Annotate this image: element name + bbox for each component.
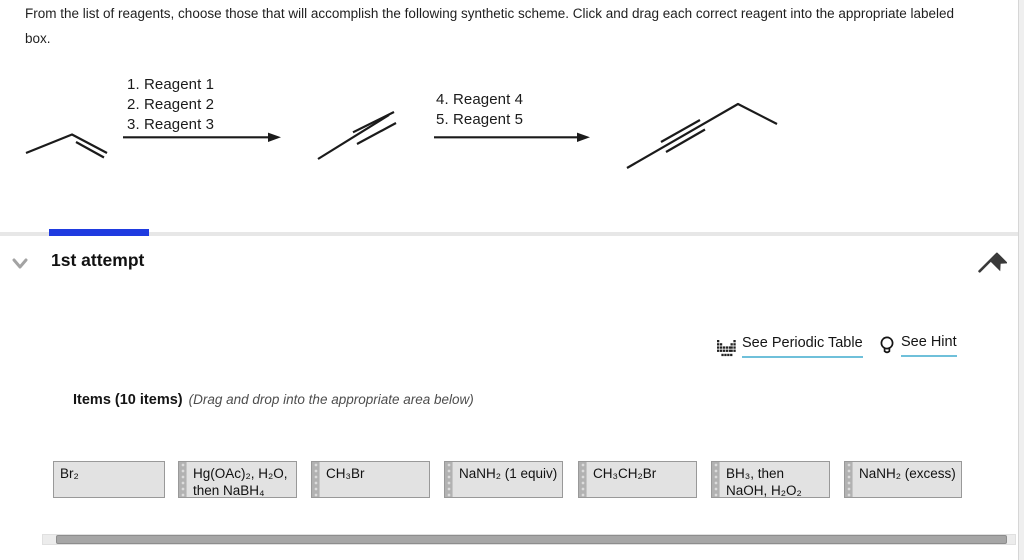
reagent-chip-label: CH₃CH₂Br <box>593 466 657 481</box>
step1-line-1: 1. Reagent 1 <box>127 76 215 93</box>
molecule-propene <box>25 133 108 159</box>
reagent-chip-label: BH₃, then NaOH, H₂O₂ <box>726 466 802 498</box>
attempt-title: 1st attempt <box>51 250 145 270</box>
progress-indicator <box>49 229 149 236</box>
section-divider <box>0 232 1019 236</box>
lightbulb-icon <box>880 336 894 354</box>
reagent-chip-label: Br₂ <box>60 466 79 481</box>
see-periodic-table-link[interactable]: See Periodic Table <box>717 334 863 358</box>
reagent-chip-label: NaNH₂ (1 equiv) <box>459 466 558 481</box>
step2-reagent-list: 4. Reagent 4 5. Reagent 5 <box>436 90 523 130</box>
reagent-chip[interactable]: Hg(OAc)₂, H₂O, then NaBH₄ <box>178 461 297 498</box>
items-note: (Drag and drop into the appropriate area… <box>188 392 474 407</box>
reagent-chip-label: Hg(OAc)₂, H₂O, then NaBH₄ <box>193 466 288 498</box>
see-hint-label: See Hint <box>901 333 957 357</box>
reaction-arrow-1 <box>123 132 281 142</box>
horizontal-scrollbar-thumb[interactable] <box>56 535 1007 544</box>
reagent-chip-label: NaNH₂ (excess) <box>859 466 956 481</box>
periodic-table-icon <box>717 340 736 357</box>
step2-line-2: 5. Reagent 5 <box>436 111 524 128</box>
see-periodic-table-label: See Periodic Table <box>742 334 863 358</box>
step1-line-3: 3. Reagent 3 <box>127 116 215 133</box>
molecule-propyne <box>317 111 397 160</box>
drag-handle[interactable] <box>845 462 853 497</box>
flag-icon <box>978 252 1007 273</box>
collapse-attempt-button[interactable] <box>10 254 32 272</box>
vertical-scrollbar[interactable] <box>1018 0 1024 560</box>
drag-handle[interactable] <box>579 462 587 497</box>
items-heading-row: Items (10 items) (Drag and drop into the … <box>73 392 474 408</box>
reaction-arrow-2 <box>434 132 590 142</box>
step2-line-1: 4. Reagent 4 <box>436 91 524 108</box>
reagent-chip-label: CH₃Br <box>326 466 365 481</box>
drag-handle[interactable] <box>179 462 187 497</box>
reagent-chip[interactable]: CH₃Br <box>311 461 430 498</box>
see-hint-link[interactable]: See Hint <box>879 333 957 357</box>
reaction-scheme <box>25 102 778 169</box>
drag-handle[interactable] <box>312 462 320 497</box>
reagent-chip[interactable]: CH₃CH₂Br <box>578 461 697 498</box>
molecule-pent-2-yne <box>626 102 778 169</box>
drag-handle[interactable] <box>445 462 453 497</box>
chevron-down-icon <box>12 258 28 268</box>
step1-reagent-list: 1. Reagent 1 2. Reagent 2 3. Reagent 3 <box>127 75 214 135</box>
horizontal-scrollbar[interactable] <box>42 534 1016 545</box>
reagent-chip[interactable]: Br₂ <box>53 461 165 498</box>
reagent-chip[interactable]: BH₃, then NaOH, H₂O₂ <box>711 461 830 498</box>
step1-line-2: 2. Reagent 2 <box>127 96 215 113</box>
reagent-chip[interactable]: NaNH₂ (1 equiv) <box>444 461 563 498</box>
bookmark-flag-button[interactable] <box>971 243 1009 285</box>
items-heading: Items (10 items) <box>73 392 183 408</box>
reagent-chip[interactable]: NaNH₂ (excess) <box>844 461 962 498</box>
drag-handle[interactable] <box>712 462 720 497</box>
question-instructions: From the list of reagents, choose those … <box>25 6 954 46</box>
